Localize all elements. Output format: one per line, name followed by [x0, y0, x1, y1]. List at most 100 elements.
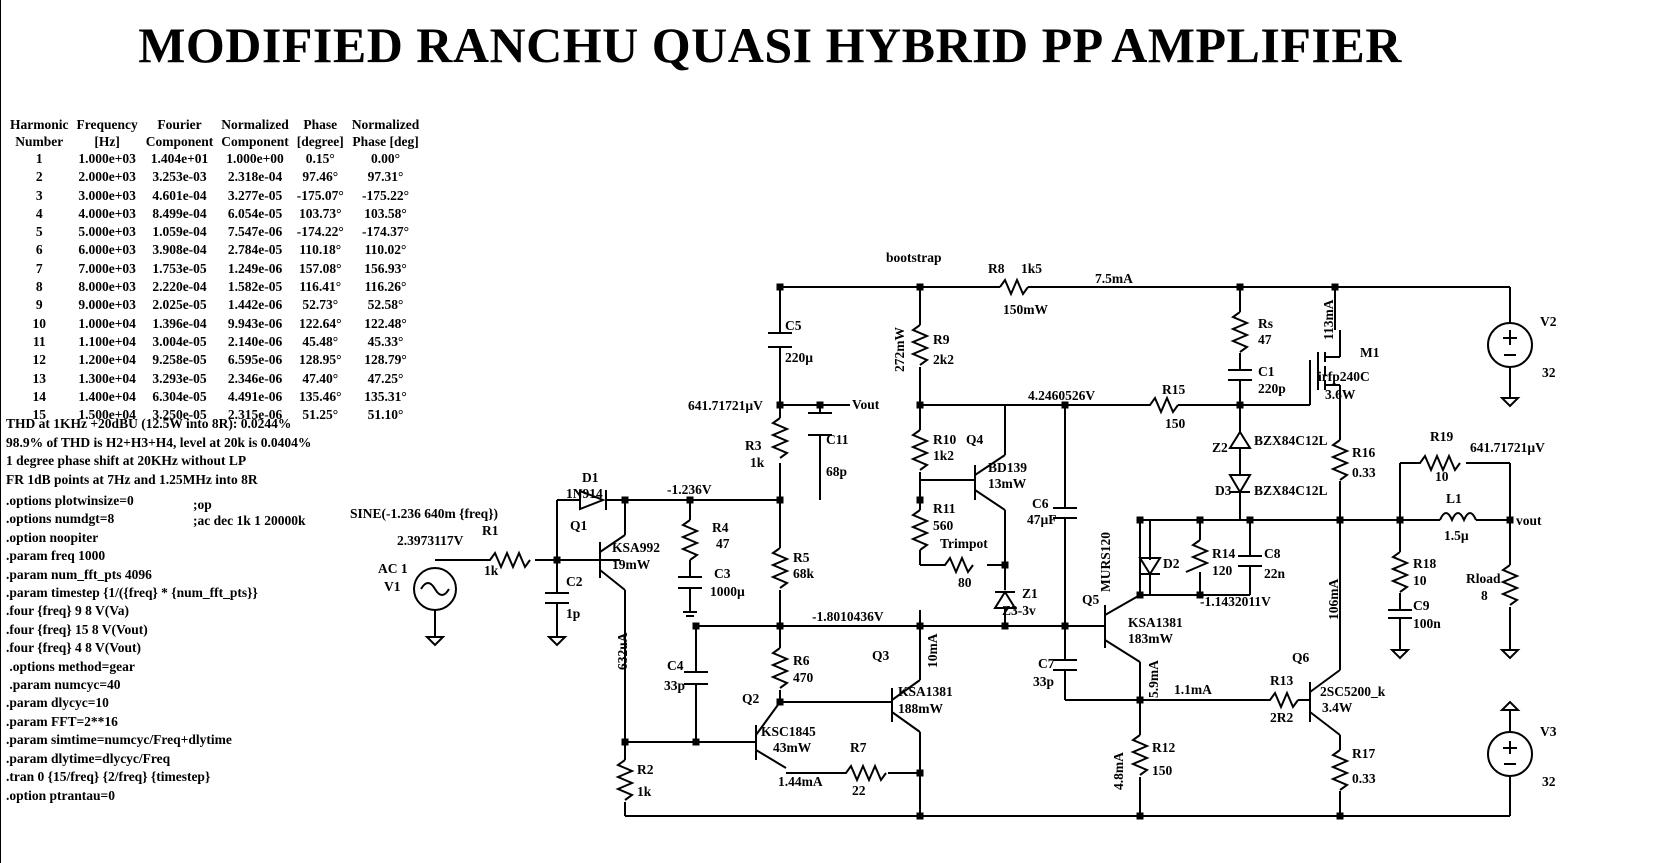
table-cell: 6.304e-05 — [152, 388, 207, 404]
table-cell: 3.277e-05 — [227, 187, 283, 203]
current-label: 5.9mA — [1146, 660, 1161, 698]
table-cell: -175.07° — [296, 187, 344, 203]
r18-label: R18 — [1413, 556, 1436, 571]
table-cell: 1.000e+04 — [78, 315, 136, 331]
r13-value: 2R2 — [1270, 710, 1293, 725]
node-voltage: -1.236V — [667, 482, 712, 497]
junction-dot — [1196, 591, 1204, 599]
cmd-line: .four {freq} 4 8 V(Vout) — [6, 640, 142, 656]
trimpot-value: 80 — [958, 575, 972, 590]
junction-dot — [692, 622, 700, 630]
trimpot-label: Trimpot — [940, 536, 988, 551]
cmd-line: .param simtime=numcyc/Freq+dlytime — [6, 732, 232, 748]
q5-power: 183mW — [1128, 631, 1173, 646]
table-cell: 122.64° — [299, 315, 342, 331]
table-cell: 3.293e-05 — [152, 370, 207, 386]
table-cell: 103.58° — [364, 205, 407, 221]
table-cell: 9 — [35, 297, 43, 313]
table-cell: 8.499e-04 — [152, 205, 207, 221]
r13-label: R13 — [1270, 673, 1293, 688]
c7-value: 33p — [1033, 674, 1054, 689]
v2-value: 32 — [1542, 365, 1556, 380]
rs-label: Rs — [1258, 316, 1273, 331]
r16-value: 0.33 — [1352, 465, 1376, 480]
c4-label: C4 — [667, 658, 684, 673]
current-label: 1.44mA — [778, 774, 823, 789]
m1-part: irfp240C — [1318, 369, 1370, 384]
ac-label: AC 1 — [378, 561, 408, 576]
junction-dot — [1061, 622, 1069, 630]
table-cell: 47.25° — [367, 370, 404, 386]
r7-value: 22 — [852, 783, 866, 798]
current-label: 7.5mA — [1095, 271, 1133, 286]
sine-source-label: SINE(-1.236 640m {freq}) — [350, 506, 498, 521]
vout-label: vout — [1516, 513, 1542, 528]
r1-value: 1k — [484, 563, 499, 578]
table-cell: 47.40° — [302, 370, 339, 386]
cmd-line: .param dlytime=dlycyc/Freq — [6, 750, 171, 766]
table-cell: 1.582e-05 — [227, 279, 283, 295]
r14-label: R14 — [1212, 546, 1235, 561]
c2-label: C2 — [566, 574, 583, 589]
rload-value: 8 — [1481, 588, 1488, 603]
table-cell: 0.15° — [305, 151, 335, 166]
bootstrap-label: bootstrap — [886, 250, 942, 265]
z1-part: Z3-3v — [1002, 603, 1036, 618]
junction-dot — [1246, 516, 1254, 524]
r4-value: 47 — [716, 536, 730, 551]
r17-label: R17 — [1352, 746, 1375, 761]
table-cell: 3.250e-05 — [152, 407, 207, 423]
rload-label: Rload — [1466, 571, 1501, 586]
col-header: Normalized — [221, 117, 289, 132]
thd-notes: THD at 1KHz +20dBU (12.5W into 8R): 0.02… — [6, 415, 311, 489]
cmd-line: .four {freq} 9 8 V(Va) — [6, 603, 130, 619]
r1-label: R1 — [482, 523, 499, 538]
q2-label: Q2 — [742, 691, 760, 706]
table-cell: 103.73° — [299, 205, 342, 221]
r9-power: 272mW — [892, 327, 907, 372]
page-title: MODIFIED RANCHU QUASI HYBRID PP AMPLIFIE… — [138, 17, 1402, 73]
junction-dot — [621, 738, 629, 746]
junction-dot — [1136, 696, 1144, 704]
table-cell: 1.249e-06 — [227, 260, 283, 276]
r9-value: 2k2 — [933, 352, 954, 367]
note-line: FR 1dB points at 7Hz and 1.25MHz into 8R — [6, 471, 258, 487]
r2-label: R2 — [637, 762, 654, 777]
table-cell: 15 — [32, 407, 47, 423]
r11-value: 560 — [933, 518, 954, 533]
junction-dot — [916, 283, 924, 291]
component-labels: SINE(-1.236 640m {freq}) AC 1 V1 2.39731… — [350, 250, 1557, 799]
table-cell: 3 — [35, 187, 43, 203]
table-cell: 2.315e-06 — [227, 407, 283, 423]
table-cell: 51.10° — [367, 407, 404, 423]
table-cell: 135.31° — [364, 388, 407, 404]
r5-value: 68k — [793, 566, 815, 581]
junction-dot — [776, 401, 784, 409]
r8-value: 1k5 — [1021, 261, 1042, 276]
cmd-line: ;op — [193, 497, 212, 512]
table-cell: 1.100e+04 — [78, 333, 136, 349]
col-header: Component — [221, 134, 289, 149]
junction-dot — [1506, 516, 1514, 524]
junction-dot — [686, 496, 694, 504]
cmd-line: .option ptrantau=0 — [6, 787, 115, 803]
r8-power: 150mW — [1003, 302, 1048, 317]
table-cell: 11 — [32, 333, 46, 349]
q4-label: Q4 — [966, 432, 984, 447]
q1-power: 19mW — [612, 557, 651, 572]
junction-dot — [1196, 516, 1204, 524]
junction-dot — [916, 769, 924, 777]
table-cell: 51.25° — [302, 407, 339, 423]
table-cell: 116.41° — [299, 279, 342, 295]
q5-label: Q5 — [1082, 592, 1100, 607]
r15-value: 150 — [1165, 416, 1186, 431]
table-cell: 8 — [35, 279, 43, 295]
table-cell: 3.000e+03 — [78, 187, 136, 203]
table-cell: 8.000e+03 — [78, 279, 136, 295]
node-voltage: 641.71721µV — [688, 398, 763, 413]
